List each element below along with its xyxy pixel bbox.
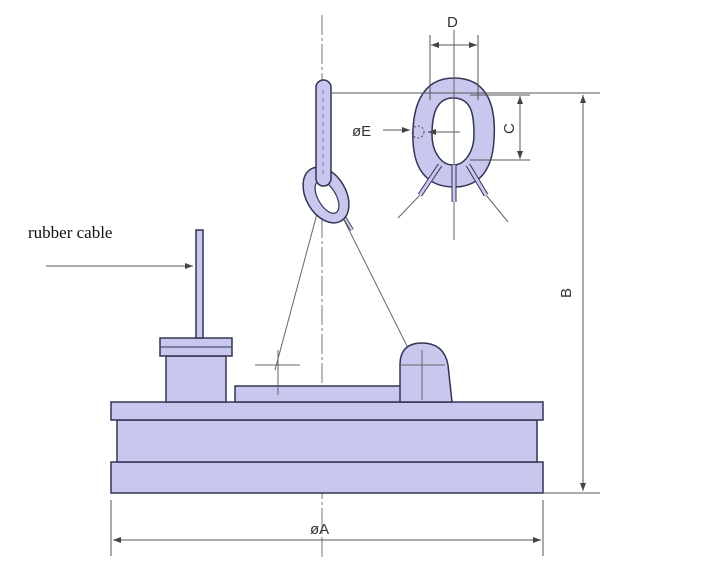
- lifting-chain: [302, 79, 350, 224]
- dim-label-b: B: [558, 288, 575, 298]
- master-link-detail: [397, 30, 509, 240]
- attachment-marks: [255, 350, 445, 400]
- dimension-lines: [46, 35, 600, 556]
- rubber-cable-label: rubber cable: [28, 223, 112, 242]
- magnet-body: [110, 229, 544, 494]
- dim-label-e: øE: [352, 123, 371, 140]
- sling-ropes: [274, 198, 421, 373]
- dim-label-c: C: [501, 123, 518, 134]
- dim-label-a: øA: [310, 521, 329, 538]
- dim-label-d: D: [447, 14, 458, 31]
